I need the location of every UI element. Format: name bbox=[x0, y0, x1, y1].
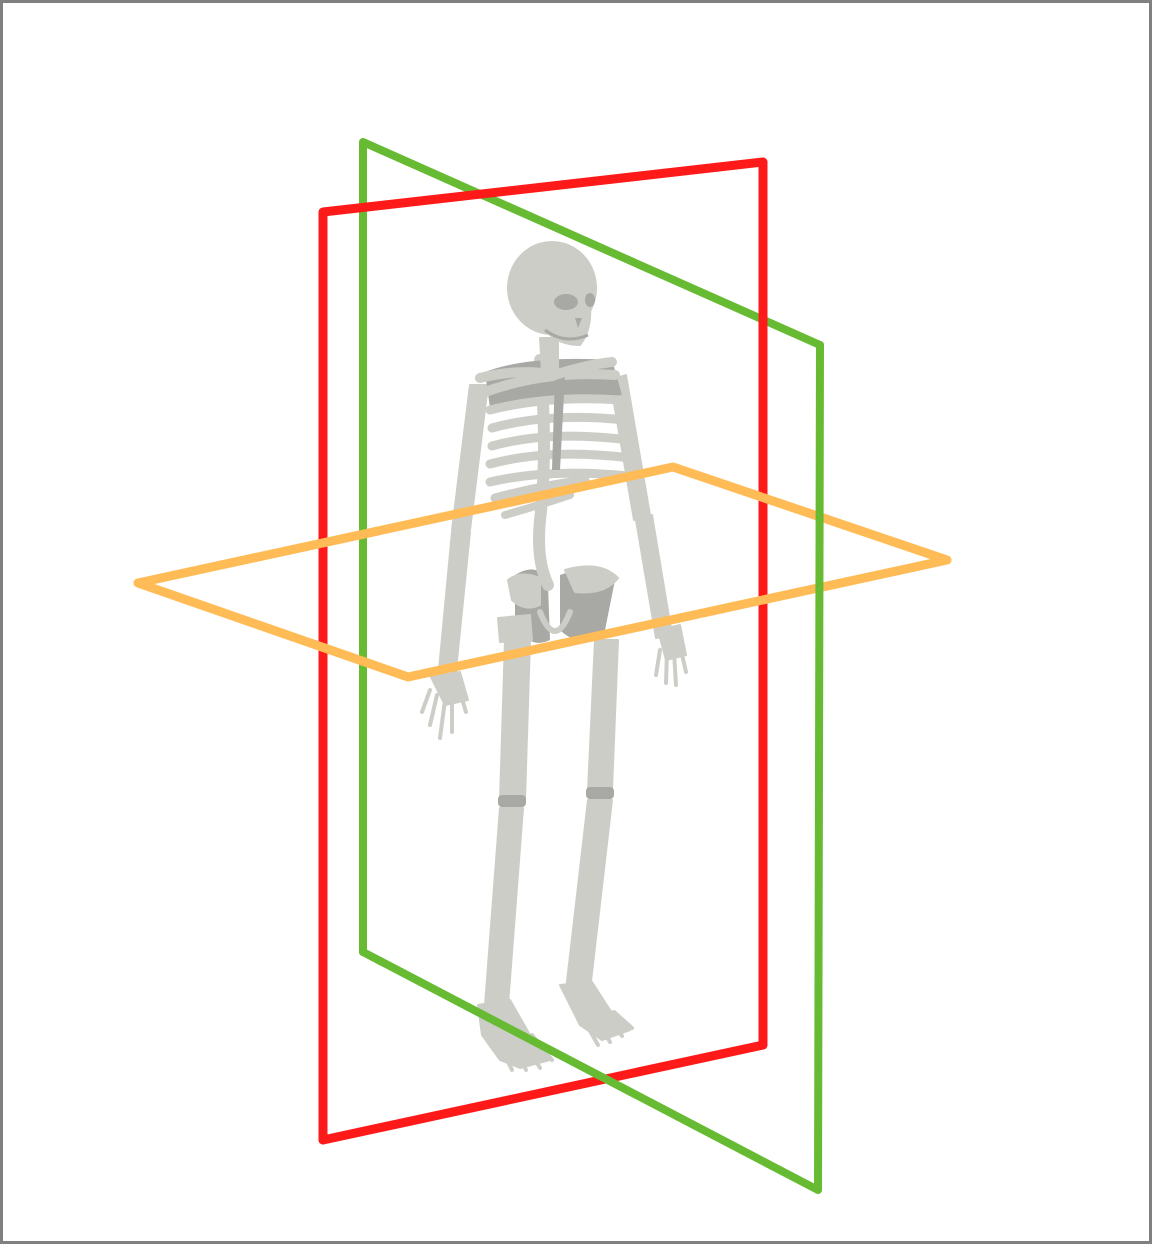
skull bbox=[508, 242, 596, 345]
skeleton bbox=[422, 242, 686, 1070]
left-leg bbox=[478, 640, 552, 1070]
right-leg bbox=[560, 640, 632, 1045]
neck bbox=[540, 338, 558, 372]
left-arm bbox=[422, 385, 488, 738]
